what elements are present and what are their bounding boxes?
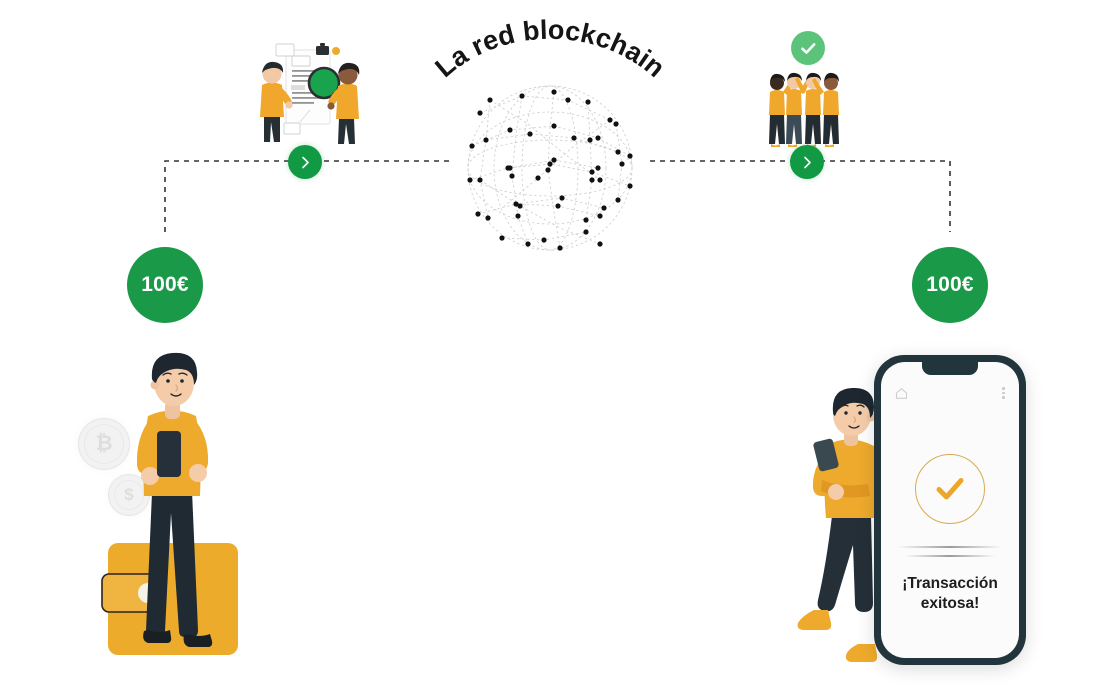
- phone-notch: [922, 362, 978, 375]
- home-icon[interactable]: [895, 387, 908, 400]
- amount-badge-sender-label: 100€: [141, 273, 189, 296]
- two-people-reviewing-document-icon: [260, 43, 360, 144]
- kebab-menu-icon[interactable]: [1002, 387, 1005, 399]
- divider-line-2: [905, 555, 995, 557]
- check-glyph: [800, 42, 815, 54]
- transaction-status-line-1: ¡Transacción: [902, 575, 998, 592]
- group-celebrating-icon: [769, 72, 839, 147]
- chevron-right-icon: [803, 156, 811, 168]
- person-sender: [136, 352, 213, 647]
- bitcoin-coin-icon: ₿: [78, 418, 130, 470]
- page-title: La red blockchain: [429, 18, 670, 83]
- amount-badge-receiver-label: 100€: [926, 273, 974, 296]
- man-leaning-on-phone-icon: [797, 388, 880, 662]
- bitcoin-symbol: ₿: [95, 432, 113, 455]
- check-circle-icon: [791, 31, 825, 65]
- amount-badge-sender: 100€: [127, 247, 203, 323]
- check-glyph: [936, 478, 964, 500]
- phone-screen: ¡Transacción exitosa!: [881, 362, 1019, 658]
- man-with-phone-and-wallet-icon: [101, 352, 238, 655]
- divider-line-1: [898, 546, 1002, 548]
- chevron-right-icon: [301, 156, 309, 168]
- check-circle-icon: [915, 454, 985, 524]
- transaction-status-line-2: exitosa!: [920, 594, 980, 612]
- flow-arrow-right[interactable]: [790, 145, 824, 179]
- phone-topbar: [881, 384, 1019, 402]
- amount-badge-receiver: 100€: [912, 247, 988, 323]
- dollar-symbol: $: [124, 485, 134, 504]
- transaction-status-message: ¡Transacción exitosa!: [881, 574, 1019, 614]
- phone-mockup: ¡Transacción exitosa!: [874, 355, 1026, 665]
- flow-arrow-left[interactable]: [288, 145, 322, 179]
- person-receiver: [797, 388, 880, 662]
- blockchain-globe-network-icon: [467, 85, 633, 251]
